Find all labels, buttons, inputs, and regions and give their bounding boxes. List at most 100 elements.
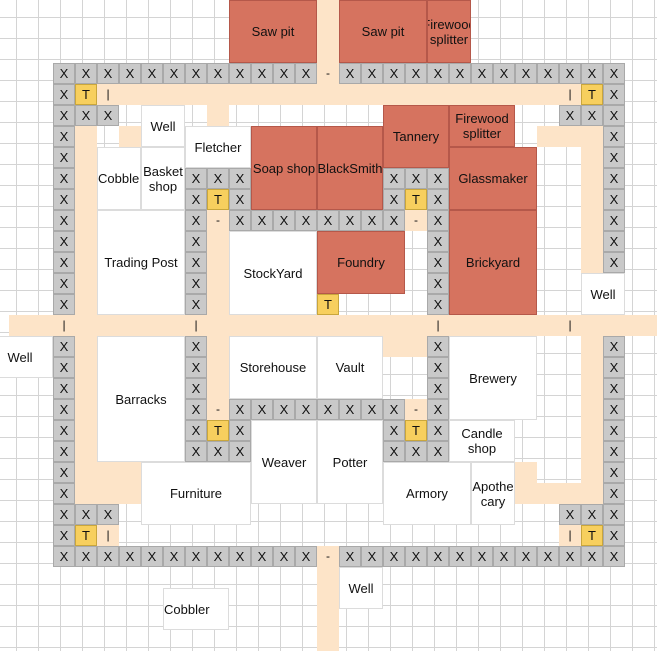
apothecary-building[interactable]: Apothe cary [471,462,515,525]
potter-building[interactable]: Potter [317,420,383,504]
wall-segment: X [53,399,75,420]
gate-marker: - [317,63,339,84]
wall-segment: X [185,189,207,210]
wall-segment: X [603,525,625,546]
wall-segment: X [141,546,163,567]
wall-segment: X [53,273,75,294]
wall-segment: X [361,546,383,567]
wall-segment: X [405,63,427,84]
wall-segment: X [603,504,625,525]
wall-segment: X [405,168,427,189]
post-marker: | [559,84,581,105]
basket-shop-building[interactable]: Basket shop [141,147,185,210]
firewood-splitter-inner-building[interactable]: Firewood splitter [449,105,515,147]
cobbler-inner-building[interactable]: Cobbler [97,147,141,210]
wall-segment: X [295,63,317,84]
wall-segment: X [559,504,581,525]
wall-segment: X [295,210,317,231]
firewood-splitter-top-building[interactable]: Firewood splitter [427,0,471,63]
wall-segment: X [317,210,339,231]
furniture-building[interactable]: Furniture [141,462,251,525]
fletcher-building[interactable]: Fletcher [185,126,251,168]
wall-segment: X [229,546,251,567]
wall-segment: X [603,168,625,189]
well-east-building[interactable]: Well [581,273,625,315]
saw-pit-right-building[interactable]: Saw pit [339,0,427,63]
road-tile [75,105,97,483]
wall-segment: X [515,63,537,84]
cobbler-south-building[interactable]: Cobbler [163,588,229,630]
wall-segment: X [603,210,625,231]
wall-segment: X [53,147,75,168]
candle-shop-building[interactable]: Candle shop [449,420,515,462]
wall-segment: X [229,399,251,420]
wall-segment: X [185,252,207,273]
well-north-building[interactable]: Well [141,105,185,147]
wall-segment: X [185,294,207,315]
gate-marker: - [317,546,339,567]
well-west-building[interactable]: Well [0,336,53,378]
wall-segment: X [53,63,75,84]
stockyard-building[interactable]: StockYard [229,231,317,315]
wall-segment: X [229,210,251,231]
wall-segment: X [141,63,163,84]
wall-segment: X [603,84,625,105]
wall-segment: X [53,546,75,567]
wall-segment: X [603,252,625,273]
wall-segment: X [603,399,625,420]
road-tile [97,462,141,483]
wall-segment: X [185,231,207,252]
wall-segment: X [185,63,207,84]
wall-segment: X [163,546,185,567]
wall-segment: X [273,546,295,567]
wall-segment: X [75,63,97,84]
armory-building[interactable]: Armory [383,462,471,525]
wall-segment: X [251,399,273,420]
tannery-building[interactable]: Tannery [383,105,449,168]
soap-shop-building[interactable]: Soap shop [251,126,317,210]
wall-segment: X [229,189,251,210]
wall-segment: X [405,546,427,567]
road-tile [537,126,581,147]
blacksmith-building[interactable]: BlackSmith [317,126,383,210]
wall-segment: X [163,63,185,84]
wall-segment: X [427,399,449,420]
foundry-building[interactable]: Foundry [317,231,405,294]
wall-segment: X [427,378,449,399]
wall-segment: X [449,546,471,567]
wall-segment: X [53,126,75,147]
wall-segment: X [383,420,405,441]
tower: T [317,294,339,315]
vault-building[interactable]: Vault [317,336,383,399]
wall-segment: X [493,63,515,84]
wall-segment: X [185,273,207,294]
trading-post-building[interactable]: Trading Post [97,210,185,315]
wall-segment: X [559,63,581,84]
wall-segment: X [97,105,119,126]
wall-segment: X [229,420,251,441]
road-tile [75,84,603,105]
storehouse-building[interactable]: Storehouse [229,336,317,399]
tower: T [75,84,97,105]
wall-segment: X [53,252,75,273]
weaver-building[interactable]: Weaver [251,420,317,504]
well-south-building[interactable]: Well [339,567,383,609]
tower: T [75,525,97,546]
wall-segment: X [537,546,559,567]
barracks-building[interactable]: Barracks [97,336,185,462]
wall-segment: X [185,336,207,357]
wall-segment: X [53,84,75,105]
wall-segment: X [427,252,449,273]
brewery-building[interactable]: Brewery [449,336,537,420]
wall-segment: X [119,63,141,84]
glassmaker-building[interactable]: Glassmaker [449,147,537,210]
wall-segment: X [185,357,207,378]
wall-segment: X [207,63,229,84]
wall-segment: X [273,63,295,84]
post-marker: | [97,84,119,105]
gate-marker: - [207,399,229,420]
brickyard-building[interactable]: Brickyard [449,210,537,315]
wall-segment: X [603,189,625,210]
saw-pit-left-building[interactable]: Saw pit [229,0,317,63]
